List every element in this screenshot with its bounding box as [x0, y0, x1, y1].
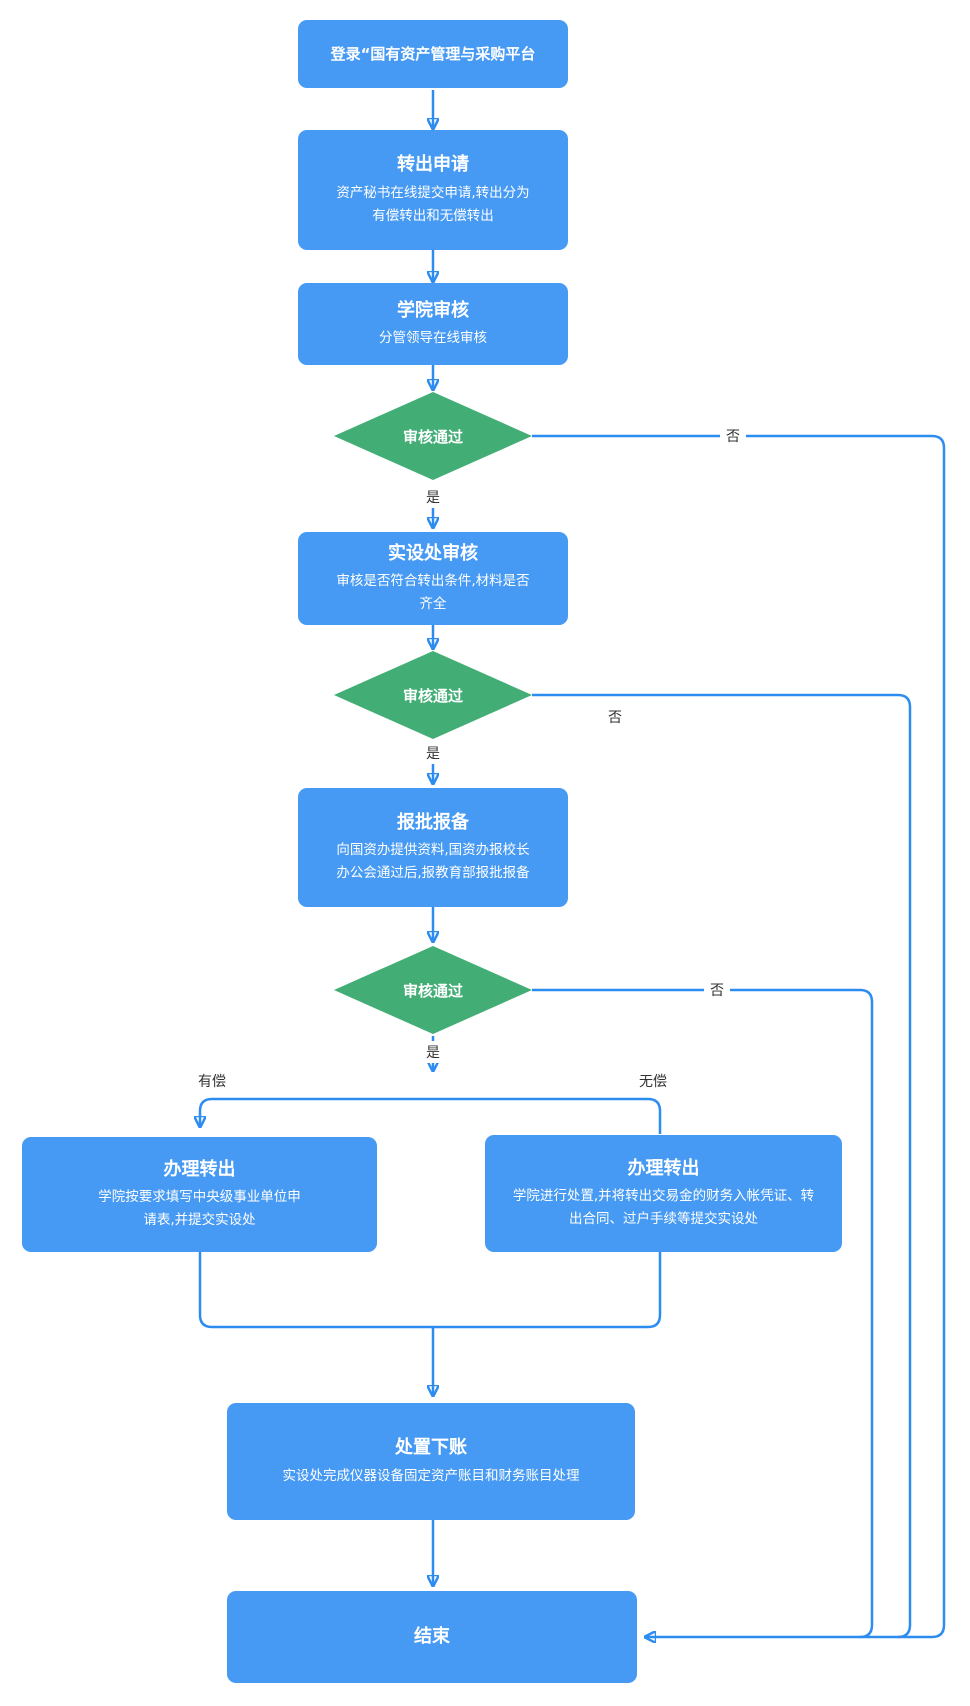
edge-label-yes-3: 是	[420, 1041, 446, 1063]
edge-label-unpaid: 无偿	[639, 1074, 667, 1090]
node-login-title: 登录“国有资产管理与采购平台	[330, 44, 536, 63]
node-writeoff: 处置下账 实设处完成仪器设备固定资产账目和财务账目处理	[227, 1403, 635, 1520]
node-transfer-apply-desc: 资产秘书在线提交申请,转出分为有偿转出和无偿转出	[336, 184, 530, 224]
node-decision-shishechu-label: 审核通过	[402, 686, 463, 705]
edge-merge-right	[433, 1252, 662, 1329]
node-shishechu-review-title: 实设处审核	[388, 542, 478, 564]
node-transfer-paid: 办理转出 学院按要求填写中央级事业单位申请表,并提交实设处	[22, 1137, 377, 1252]
node-transfer-paid-title: 办理转出	[163, 1158, 236, 1180]
node-end-title: 结束	[414, 1626, 450, 1648]
node-transfer-unpaid-desc: 学院进行处置,并将转出交易金的财务入帐凭证、转出合同、过户手续等提交实设处	[512, 1188, 815, 1228]
node-approval-filing: 报批报备 向国资办提供资料,国资办报校长办公会通过后,报教育部报批报备	[298, 788, 568, 907]
node-writeoff-desc: 实设处完成仪器设备固定资产账目和财务账目处理	[282, 1467, 580, 1484]
node-writeoff-title: 处置下账	[395, 1437, 467, 1459]
edge-label-yes-1: 是	[420, 486, 446, 508]
node-transfer-apply: 转出申请 资产秘书在线提交申请,转出分为有偿转出和无偿转出	[298, 130, 568, 250]
node-approval-filing-desc: 向国资办提供资料,国资办报校长办公会通过后,报教育部报批报备	[336, 842, 530, 882]
node-login: 登录“国有资产管理与采购平台	[298, 20, 568, 88]
edge-label-yes-2: 是	[420, 742, 446, 764]
node-college-review-desc: 分管领导在线审核	[379, 330, 487, 347]
node-decision-college-label: 审核通过	[402, 427, 463, 446]
edge-no2-return	[532, 693, 912, 1639]
node-end: 结束	[227, 1591, 637, 1683]
edge-label-paid: 有偿	[198, 1074, 226, 1090]
node-college-review-title: 学院审核	[397, 299, 469, 321]
node-decision-approval-label: 审核通过	[402, 981, 463, 1000]
node-approval-filing-title: 报批报备	[397, 811, 469, 833]
edge-no3-return	[532, 988, 874, 1639]
edge-label-no-2: 否	[608, 710, 622, 726]
edge-merge-left	[198, 1252, 433, 1329]
node-transfer-unpaid-title: 办理转出	[627, 1157, 700, 1179]
node-shishechu-review: 实设处审核 审核是否符合转出条件,材料是否齐全	[298, 532, 568, 625]
node-transfer-apply-title: 转出申请	[397, 154, 469, 176]
node-transfer-paid-desc: 学院按要求填写中央级事业单位申请表,并提交实设处	[98, 1189, 301, 1229]
edge-label-no-3: 否	[704, 979, 730, 1001]
node-college-review: 学院审核 分管领导在线审核	[298, 283, 568, 365]
node-shishechu-review-desc: 审核是否符合转出条件,材料是否齐全	[336, 573, 530, 613]
edge-label-no-1: 否	[720, 425, 746, 447]
edge-no1-return	[532, 434, 946, 1637]
node-transfer-unpaid: 办理转出 学院进行处置,并将转出交易金的财务入帐凭证、转出合同、过户手续等提交实…	[485, 1135, 842, 1252]
edge-branch-split	[200, 1097, 662, 1134]
